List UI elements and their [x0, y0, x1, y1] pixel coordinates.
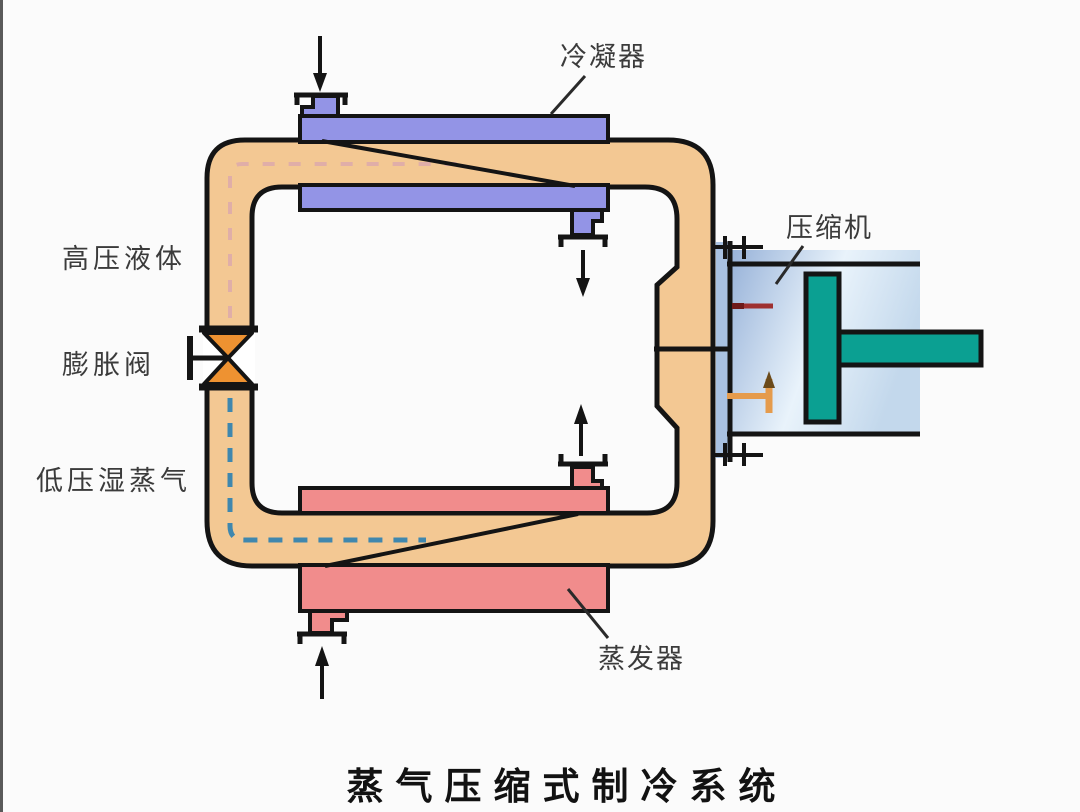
expansion-valve-lower-cone — [202, 356, 254, 386]
leader-compressor — [774, 245, 805, 285]
arrow-cooling-in-top — [313, 36, 327, 92]
arrow-condenser-out-down — [576, 250, 590, 297]
evaporator-bottom-bar — [298, 563, 610, 613]
expansion-valve-upper-cone — [202, 331, 254, 360]
label-condenser: 冷凝器 — [560, 42, 647, 72]
leader-condenser — [549, 74, 587, 116]
piston-rod — [836, 329, 984, 368]
label-expansion-valve: 膨胀阀 — [62, 350, 155, 380]
pipe-loop — [204, 137, 716, 569]
vapor-dash-line — [227, 398, 426, 543]
evaporator-top-bar — [298, 486, 610, 515]
arrow-evaporator-out-up — [574, 404, 588, 456]
compressor-piston — [803, 271, 842, 425]
diagram-title: 蒸气压缩式制冷系统 — [347, 766, 788, 808]
label-compressor: 压缩机 — [786, 213, 873, 243]
leader-evaporator — [566, 588, 610, 639]
liquid-dash-line — [228, 162, 462, 318]
evaporator-liquid-level-line — [324, 512, 579, 568]
condenser-outlet-stub — [570, 208, 604, 237]
suction-valve-arrow — [763, 371, 775, 388]
condenser-bottom-bar — [298, 183, 610, 212]
condenser-top-bar — [298, 114, 610, 144]
label-low-pressure-wet-vapor: 低压湿蒸气 — [36, 466, 191, 496]
arrow-heat-in-bottom — [315, 646, 329, 699]
screen-left-edge — [0, 0, 3, 812]
condenser-liquid-level-line — [321, 139, 576, 188]
label-evaporator: 蒸发器 — [598, 644, 685, 674]
evaporator-inlet-stub — [308, 609, 349, 635]
label-high-pressure-liquid: 高压液体 — [62, 244, 186, 274]
